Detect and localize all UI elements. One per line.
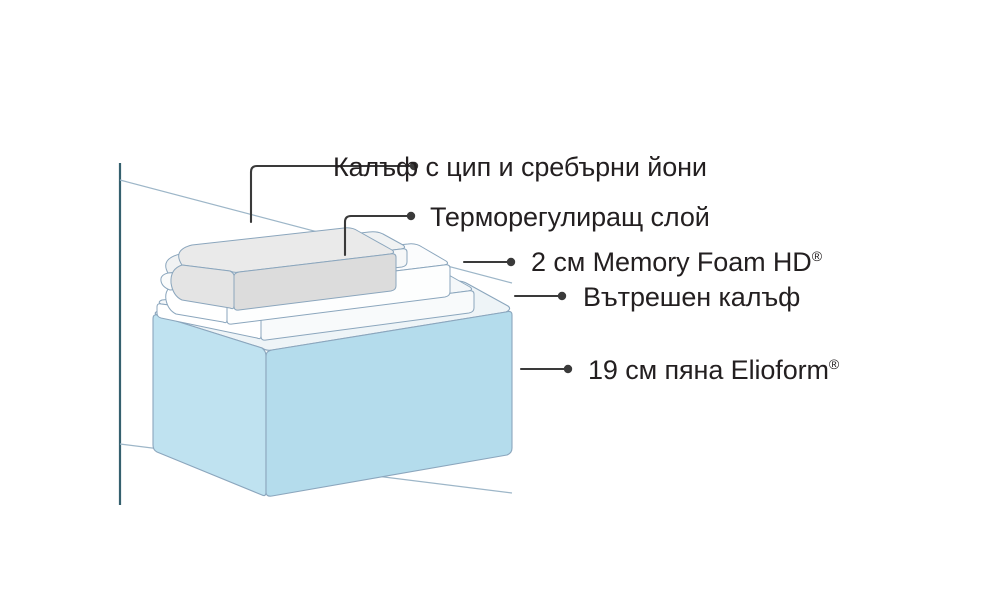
leader-dot-memory	[506, 257, 516, 267]
registered-mark-icon: ®	[828, 356, 840, 372]
thermoregulating-layer	[170, 227, 397, 311]
leader-line-cover	[249, 164, 413, 224]
label-thermoregulating: Терморегулиращ слой	[430, 204, 710, 231]
leader-dot-elioform	[563, 364, 573, 374]
thermo-front-face	[170, 264, 235, 310]
label-thermoregulating-text: Терморегулиращ слой	[430, 202, 710, 232]
leader-dot-cover	[409, 161, 419, 171]
label-zip-cover: Калъф с цип и сребърни йони	[333, 154, 707, 181]
thermo-right-face	[233, 253, 397, 311]
leader-dot-thermo	[406, 211, 416, 221]
thermo-top-face	[178, 227, 395, 273]
leader-line-thermo	[343, 214, 410, 257]
leader-lines-group	[249, 161, 573, 374]
registered-mark-icon: ®	[811, 248, 822, 264]
label-elioform-text: 19 см пяна Elioform	[588, 355, 829, 385]
label-elioform: 19 см пяна Elioform®	[588, 357, 839, 384]
label-zip-cover-text: Калъф с цип и сребърни йони	[333, 152, 707, 182]
label-inner-cover: Вътрешен калъф	[583, 284, 800, 311]
label-inner-cover-text: Вътрешен калъф	[583, 282, 801, 312]
elioform-core-front-face	[152, 314, 267, 497]
leader-dot-inner	[557, 291, 567, 301]
label-memory-foam-text: 2 см Memory Foam HD	[531, 247, 812, 277]
label-memory-foam: 2 см Memory Foam HD®	[531, 249, 822, 276]
elioform-core-right-face	[265, 310, 513, 497]
